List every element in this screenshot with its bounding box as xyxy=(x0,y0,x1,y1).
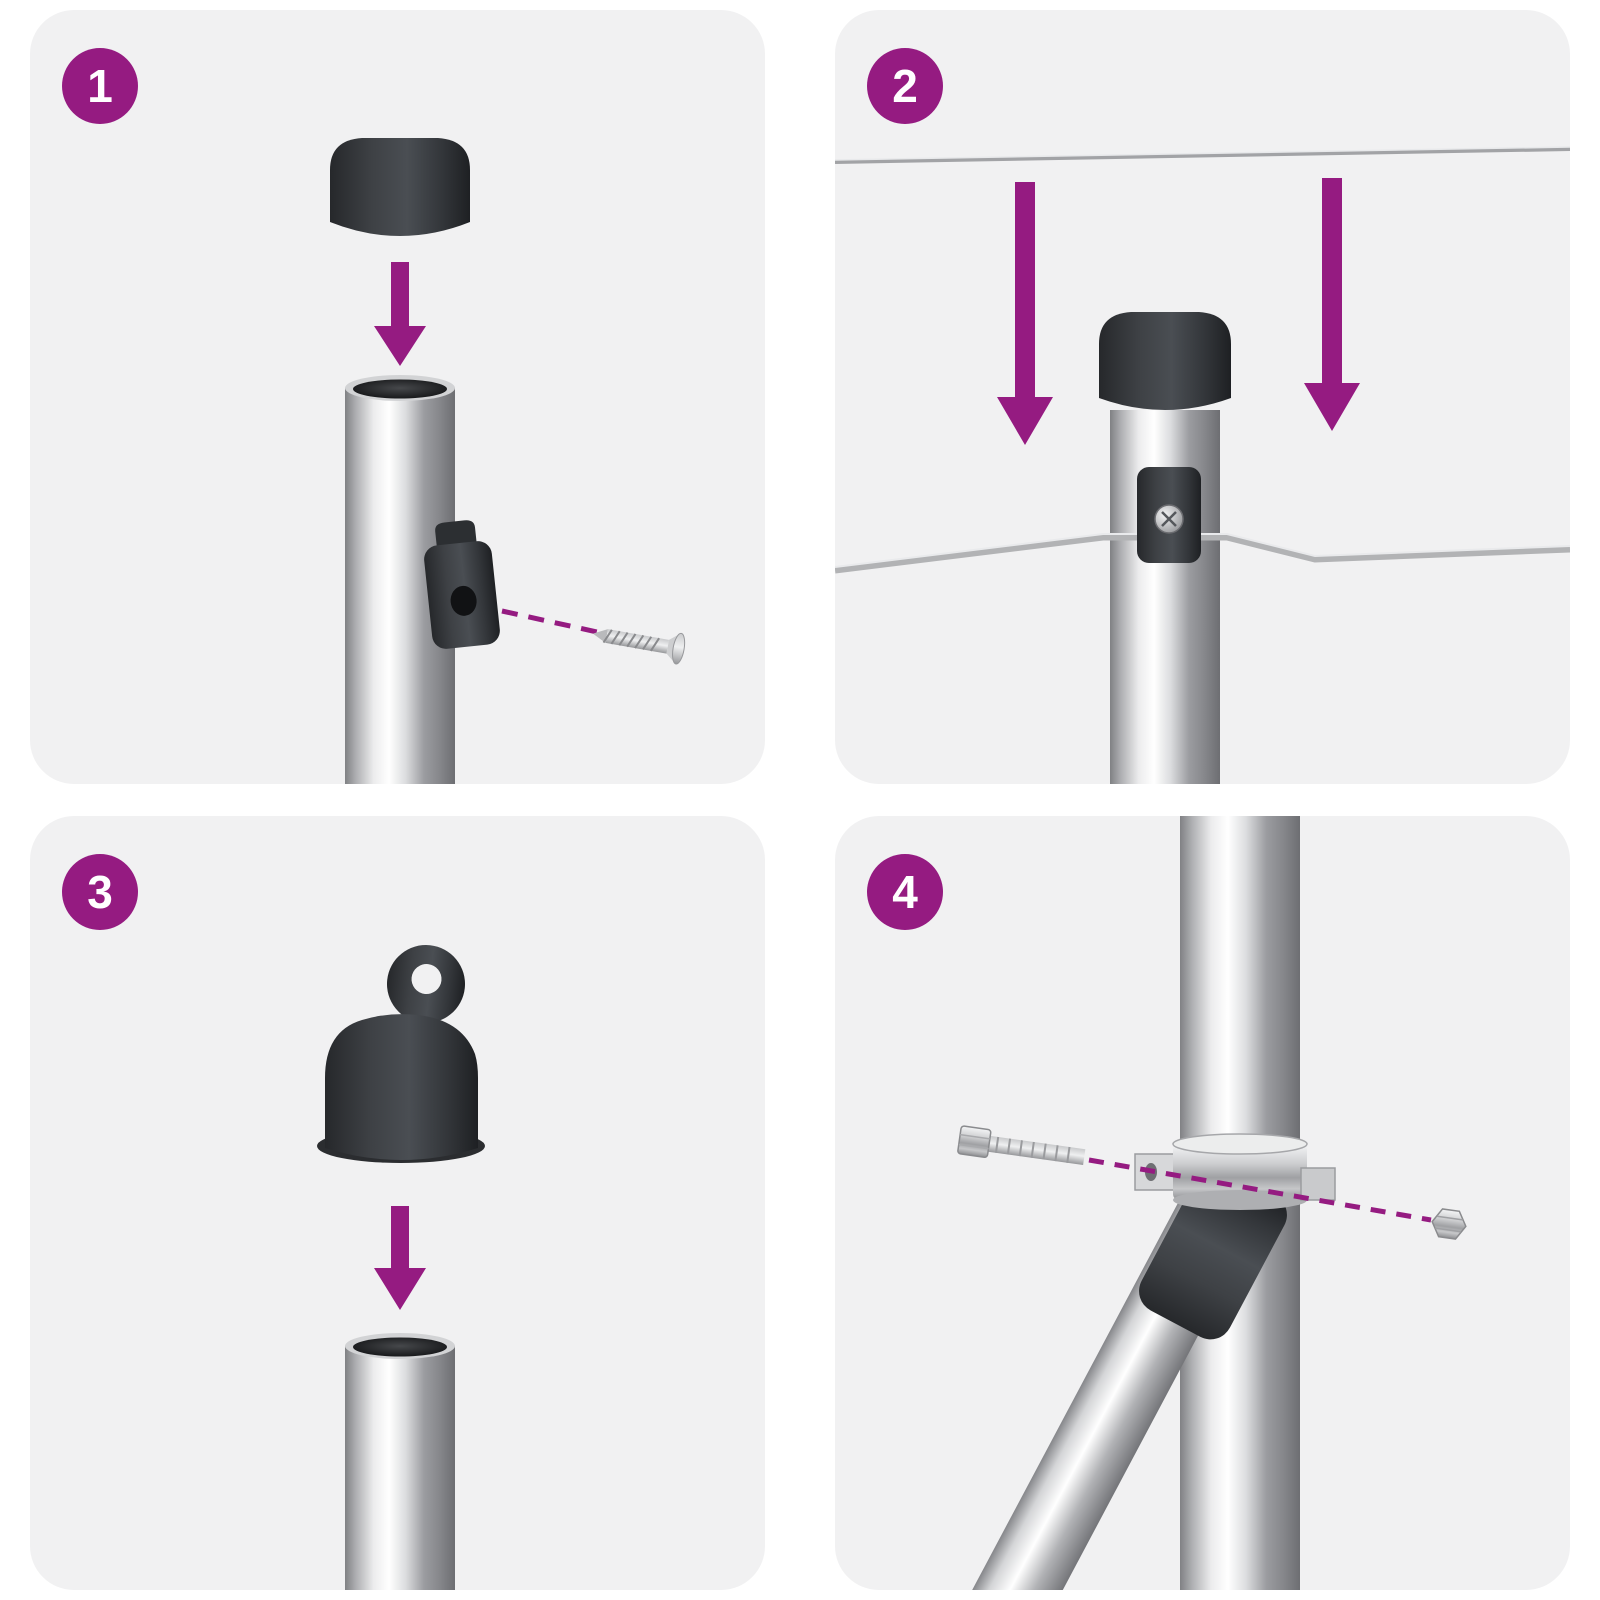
screw xyxy=(592,629,686,665)
fence-post xyxy=(345,1333,455,1590)
wire-clip xyxy=(1137,467,1201,563)
step-2-panel: 2 xyxy=(835,10,1570,784)
step-3-panel: 3 xyxy=(30,816,765,1590)
step-number: 3 xyxy=(87,866,113,918)
down-arrow-icon xyxy=(374,262,426,366)
eyelet-cap xyxy=(317,945,485,1163)
post-cap xyxy=(1099,312,1231,410)
step-number: 1 xyxy=(87,60,113,112)
step-4-illustration xyxy=(957,816,1467,1590)
down-arrow-icon xyxy=(997,182,1053,445)
nut xyxy=(1431,1208,1467,1240)
post-cap xyxy=(330,138,470,236)
step-2-illustration xyxy=(835,146,1570,784)
wire-clip xyxy=(424,520,500,649)
step-4-badge: 4 xyxy=(867,854,943,930)
step-1-badge: 1 xyxy=(62,48,138,124)
step-number: 2 xyxy=(892,60,918,112)
step-1-illustration xyxy=(330,138,686,784)
eyelet-hole xyxy=(411,964,442,995)
step-2-badge: 2 xyxy=(867,48,943,124)
step-1-panel: 1 xyxy=(30,10,765,784)
step-3-illustration xyxy=(317,945,485,1590)
down-arrow-icon xyxy=(374,1206,426,1310)
step-3-badge: 3 xyxy=(62,854,138,930)
pole-clamp xyxy=(1134,1133,1336,1210)
step-number: 4 xyxy=(892,866,918,918)
dashed-guide-line xyxy=(501,608,607,637)
capped-fence-post xyxy=(1099,312,1231,784)
dashed-guide-line xyxy=(1088,1157,1432,1223)
step-4-panel: 4 xyxy=(835,816,1570,1590)
tension-wire xyxy=(835,533,1570,574)
bolt xyxy=(957,1125,1086,1166)
down-arrow-icon xyxy=(1304,178,1360,431)
top-tension-wire xyxy=(835,146,1570,164)
